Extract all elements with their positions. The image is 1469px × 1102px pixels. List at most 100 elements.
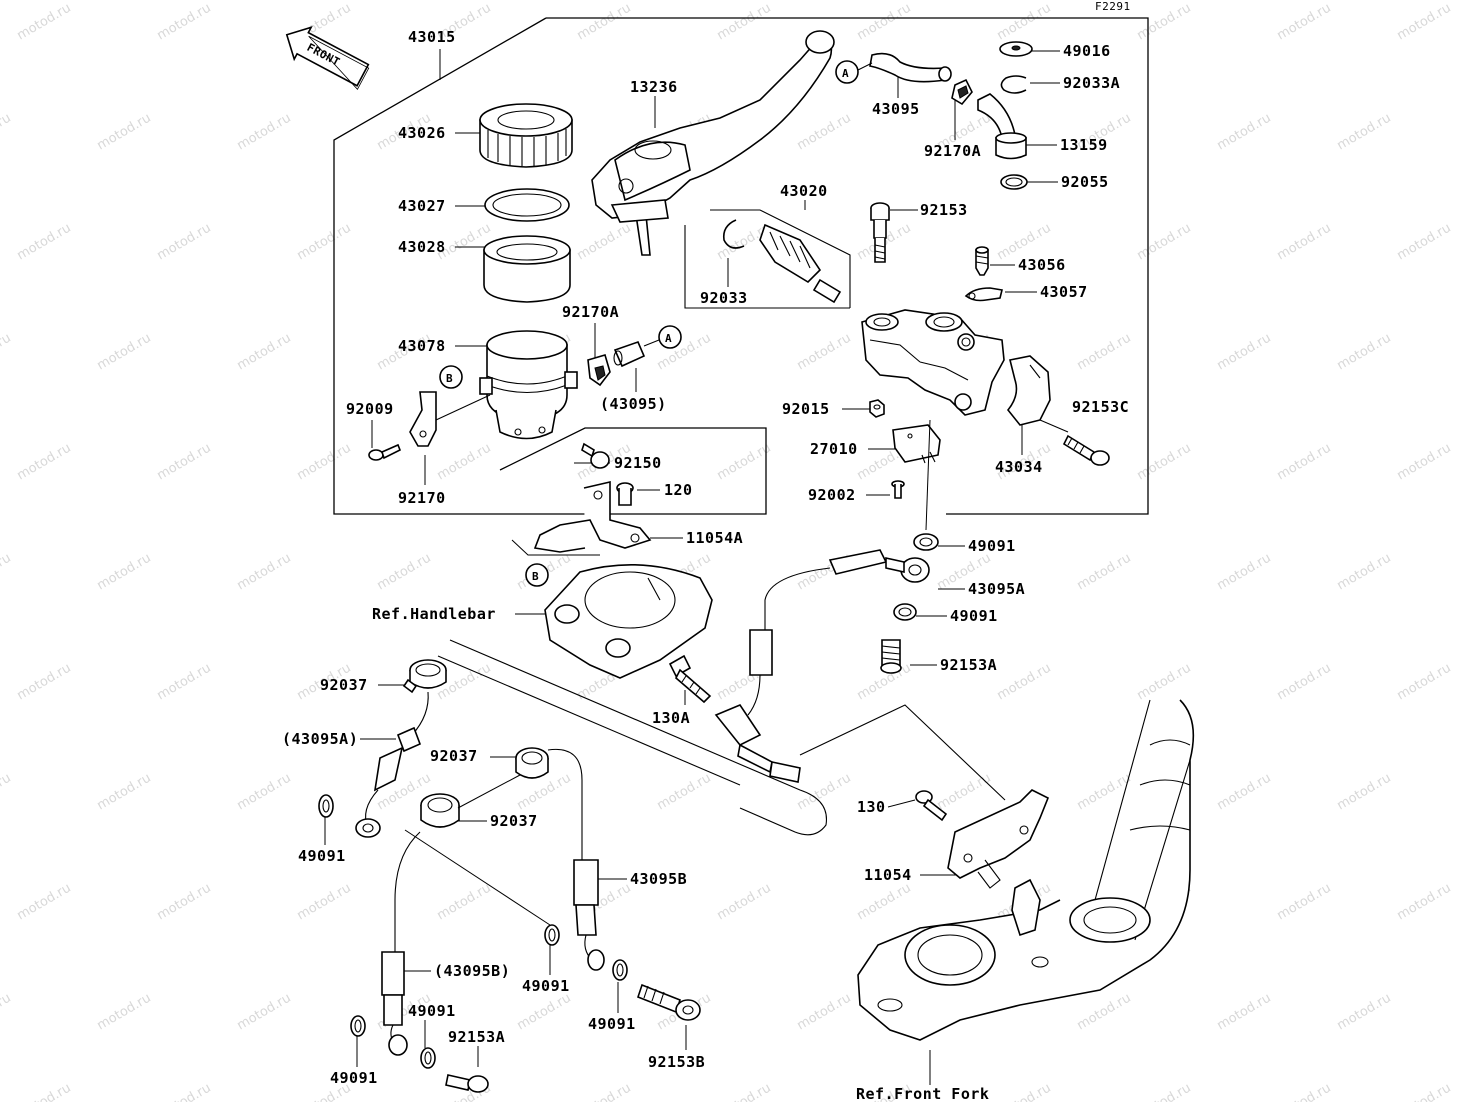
part-label: 92033 (700, 289, 748, 307)
part-label: 92033A (1063, 74, 1120, 92)
screw-92150 (581, 442, 610, 469)
part-labels: 43015 13236 43095 49016 92033A 13159 921… (282, 28, 1129, 1102)
bracket-92170 (409, 391, 437, 447)
fitting-13159 (977, 93, 1027, 160)
leader-line (799, 704, 1006, 801)
part-label: 92153A (448, 1028, 505, 1046)
part-label: 13236 (630, 78, 678, 96)
part-label: 43020 (780, 182, 828, 200)
part-label: 92153C (1072, 398, 1129, 416)
leader-line (511, 539, 600, 556)
part-label: 92170A (562, 303, 619, 321)
clamp-92037 (402, 659, 447, 694)
callout-letter: B (532, 570, 539, 583)
handlebar-tube (449, 639, 828, 836)
reservoir-cap-43026 (479, 103, 573, 168)
hose-43095B-left (381, 831, 421, 1056)
bolt-92153B (637, 983, 701, 1021)
part-label: 92037 (320, 676, 368, 694)
callout-B: B (439, 365, 463, 389)
part-label: 49016 (1063, 42, 1111, 60)
callout-A: A (835, 60, 873, 84)
part-label: 43095 (872, 100, 920, 118)
part-label: (43095) (600, 395, 667, 413)
part-label: 120 (664, 481, 693, 499)
reservoir-43078 (479, 330, 578, 440)
washer-49091 (350, 1015, 366, 1037)
part-label: 49091 (408, 1002, 456, 1020)
leader-line (404, 829, 551, 926)
part-label: 49091 (968, 537, 1016, 555)
piston-kit-43020 (684, 200, 851, 309)
handlebar-holder (544, 563, 713, 679)
callout-A: A (643, 325, 682, 349)
watermark-text: motod.ru (995, 1, 1054, 44)
part-label: 43095B (630, 870, 687, 888)
bleeder-cap-43057 (964, 287, 1003, 302)
leader-lines (324, 50, 1069, 1085)
part-label: 49091 (950, 607, 998, 625)
washer-49091 (612, 959, 628, 981)
bolt-92153A (880, 639, 902, 674)
leader-line (457, 774, 521, 809)
part-label: 43034 (995, 458, 1043, 476)
watermark-row: motod.ru motod.ru motod.ru motod.ru moto… (15, 1, 1454, 44)
front-fork-triple-clamp (857, 699, 1195, 1041)
nut-92015 (869, 399, 885, 418)
clamp-92037 (515, 747, 549, 779)
bleeder-43056 (975, 246, 989, 276)
part-label: 92153 (920, 201, 968, 219)
leader-line (925, 419, 931, 531)
watermark-text: motod.ru (1135, 1, 1194, 44)
brake-lever-13236 (591, 30, 835, 256)
clamp-92037 (420, 793, 460, 828)
master-cylinder-body (861, 309, 1005, 416)
assembly-boundary (333, 17, 767, 515)
cap-49016 (999, 41, 1033, 57)
o-ring-92055 (1000, 174, 1028, 190)
hose-43095A (714, 549, 930, 783)
part-label: 92170A (924, 142, 981, 160)
bolt-120 (616, 482, 634, 506)
part-label: 43015 (408, 28, 456, 46)
callout-letter: B (446, 372, 453, 385)
part-label: (43095B) (434, 962, 510, 980)
washer-49091 (913, 533, 939, 551)
part-label: 92153A (940, 656, 997, 674)
callout-B: B (525, 563, 549, 587)
hose-43095A-left (355, 691, 429, 838)
hose-43095-mid (613, 340, 646, 368)
gasket-43027 (484, 188, 570, 222)
part-label: 92002 (808, 486, 856, 504)
front-arrow-icon: FRONT (285, 25, 370, 91)
watermark-text: motod.ru (1275, 1, 1334, 44)
assembly-boundary (546, 17, 1149, 515)
bracket-11054 (947, 789, 1050, 889)
bracket-11054A (533, 480, 652, 553)
part-label: 49091 (298, 847, 346, 865)
watermark-text: motod.ru (855, 1, 914, 44)
clamp-43034 (1006, 355, 1051, 426)
part-label: 43057 (1040, 283, 1088, 301)
watermark-text: motod.ru (15, 1, 74, 44)
screw-92002 (891, 480, 905, 499)
washer-49091 (420, 1047, 436, 1069)
part-label: 43056 (1018, 256, 1066, 274)
part-label: 92055 (1061, 173, 1109, 191)
part-label: 130A (652, 709, 690, 727)
hose-43095B (547, 748, 605, 971)
part-label: 49091 (522, 977, 570, 995)
part-label: 49091 (588, 1015, 636, 1033)
handlebar-tube (437, 655, 741, 786)
part-label: 43078 (398, 337, 446, 355)
bolt-92153 (870, 202, 890, 263)
part-label: 13159 (1060, 136, 1108, 154)
part-label: 27010 (810, 440, 858, 458)
hose-43095-top (869, 52, 952, 83)
part-label: 43026 (398, 124, 446, 142)
callout-letter: A (665, 332, 672, 345)
washer-49091 (318, 794, 334, 818)
bolt-130 (915, 790, 948, 822)
callout-letter: A (842, 67, 849, 80)
